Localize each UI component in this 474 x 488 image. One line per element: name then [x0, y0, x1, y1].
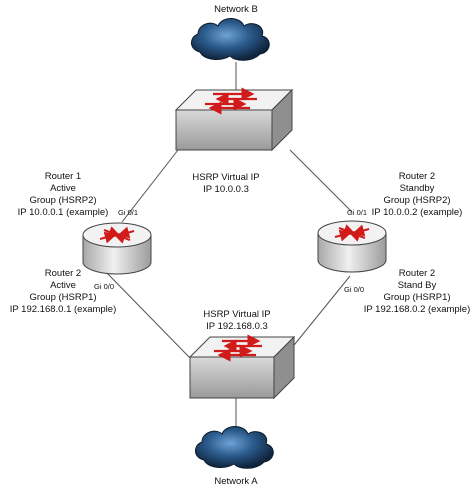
router-2-icon [317, 220, 387, 273]
network-a-label: Network A [214, 476, 258, 487]
router2-top-line2: Standby [399, 183, 435, 194]
vip-top-line2: IP 10.0.0.3 [203, 184, 249, 195]
link-switch-top-router1 [121, 149, 179, 223]
router-1-icon [82, 222, 152, 275]
links [105, 62, 353, 428]
router1-top-line4: IP 10.0.0.1 (example) [17, 207, 109, 218]
vip-top-label: HSRP Virtual IP IP 10.0.0.3 [176, 172, 276, 196]
router1-bottom-line4: IP 192.168.0.1 (example) [9, 304, 117, 315]
router1-top-line3: Group (HSRP2) [29, 195, 97, 206]
router2-top-line3: Group (HSRP2) [383, 195, 451, 206]
vip-bottom-line1: HSRP Virtual IP [203, 309, 271, 320]
router2-bottom-line2: Stand By [397, 280, 437, 291]
router1-port-top: Gi 0/1 [118, 208, 139, 217]
network-a-cloud-icon [195, 426, 274, 469]
vip-top-line1: HSRP Virtual IP [192, 172, 260, 183]
router2-top-line1: Router 2 [398, 171, 436, 182]
bottom-switch-icon [188, 334, 296, 400]
router2-top-label: Router 2 Standby Group (HSRP2) IP 10.0.0… [362, 171, 472, 219]
router1-port-bottom: Gi 0/0 [94, 282, 115, 291]
router1-bottom-label: Router 2 Active Group (HSRP1) IP 192.168… [2, 268, 124, 316]
router2-bottom-line1: Router 2 [398, 268, 436, 279]
router2-bottom-line4: IP 192.168.0.2 (example) [363, 304, 471, 315]
network-b-label: Network B [214, 4, 258, 15]
network-b-cloud-icon [191, 18, 270, 61]
router1-top-line2: Active [50, 183, 76, 194]
link-switch-top-router2 [289, 149, 353, 213]
router1-top-line1: Router 1 [44, 171, 82, 182]
link-router1-switch-bottom [105, 271, 191, 359]
router1-bottom-line2: Active [50, 280, 76, 291]
router1-bottom-line3: Group (HSRP1) [29, 292, 97, 303]
router2-bottom-line3: Group (HSRP1) [383, 292, 451, 303]
router2-top-line4: IP 10.0.0.2 (example) [371, 207, 463, 218]
vip-bottom-label: HSRP Virtual IP IP 192.168.0.3 [184, 309, 290, 333]
router1-top-label: Router 1 Active Group (HSRP2) IP 10.0.0.… [8, 171, 118, 219]
router2-port-bottom: Gi 0/0 [344, 285, 365, 294]
vip-bottom-line2: IP 192.168.0.3 [206, 321, 268, 332]
router2-bottom-label: Router 2 Stand By Group (HSRP1) IP 192.1… [360, 268, 474, 316]
router1-bottom-line1: Router 2 [44, 268, 82, 279]
router2-port-top: Gi 0/1 [347, 208, 368, 217]
top-switch-icon [174, 87, 294, 152]
